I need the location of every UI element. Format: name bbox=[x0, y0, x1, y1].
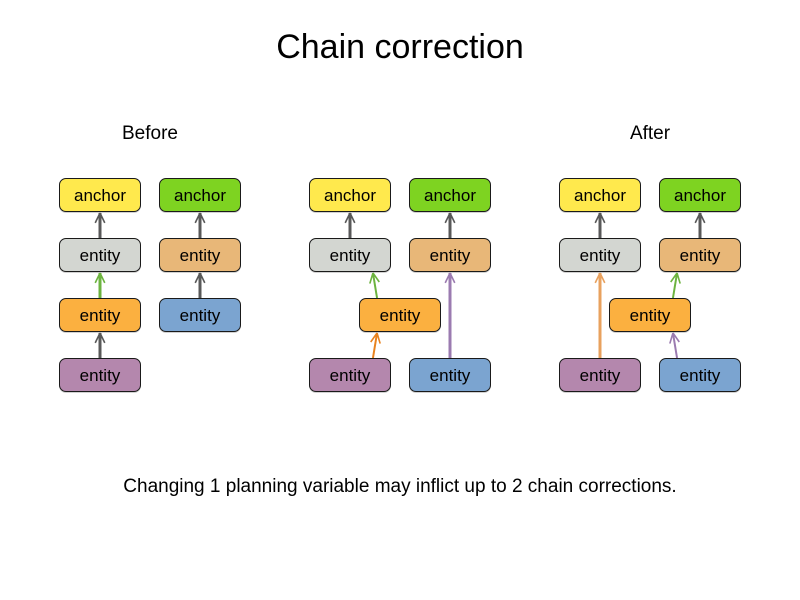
node-label: anchor bbox=[674, 185, 726, 205]
node-m-entity-5: entity bbox=[409, 358, 491, 392]
arrow-b-entity-3-to-b-entity-1 bbox=[94, 272, 106, 298]
node-a-entity-2: entity bbox=[659, 238, 741, 272]
node-a-entity-1: entity bbox=[559, 238, 641, 272]
node-label: anchor bbox=[174, 185, 226, 205]
node-label: entity bbox=[679, 245, 721, 265]
node-m-entity-2: entity bbox=[409, 238, 491, 272]
node-label: anchor bbox=[574, 185, 626, 205]
node-a-entity-5: entity bbox=[659, 358, 741, 392]
node-label: entity bbox=[329, 245, 371, 265]
node-label: entity bbox=[429, 365, 471, 385]
node-b-entity-5: entity bbox=[59, 358, 141, 392]
arrow-b-entity-4-to-b-entity-2 bbox=[194, 272, 206, 298]
node-m-anchor-1: anchor bbox=[309, 178, 391, 212]
node-label: entity bbox=[179, 305, 221, 325]
arrow-m-entity-4-to-m-entity-3 bbox=[370, 332, 381, 359]
node-label: anchor bbox=[424, 185, 476, 205]
arrow-a-entity-3-to-a-entity-2 bbox=[670, 272, 681, 299]
node-label: entity bbox=[379, 305, 421, 325]
node-label: entity bbox=[79, 365, 121, 385]
arrow-m-entity-1-to-m-anchor-1 bbox=[344, 212, 356, 238]
arrow-a-entity-2-to-a-anchor-2 bbox=[694, 212, 706, 238]
node-label: entity bbox=[679, 365, 721, 385]
node-b-anchor-1: anchor bbox=[59, 178, 141, 212]
node-label: entity bbox=[579, 245, 621, 265]
node-b-entity-3: entity bbox=[59, 298, 141, 332]
node-a-entity-3: entity bbox=[609, 298, 691, 332]
node-label: entity bbox=[79, 245, 121, 265]
arrow-a-entity-4-to-a-entity-1 bbox=[594, 272, 606, 358]
arrow-a-entity-5-to-a-entity-3 bbox=[669, 332, 680, 359]
node-b-entity-2: entity bbox=[159, 238, 241, 272]
node-m-anchor-2: anchor bbox=[409, 178, 491, 212]
node-label: entity bbox=[79, 305, 121, 325]
node-m-entity-1: entity bbox=[309, 238, 391, 272]
node-m-entity-4: entity bbox=[309, 358, 391, 392]
node-label: entity bbox=[629, 305, 671, 325]
arrow-a-entity-1-to-a-anchor-1 bbox=[594, 212, 606, 238]
node-label: anchor bbox=[324, 185, 376, 205]
node-label: anchor bbox=[74, 185, 126, 205]
node-m-entity-3: entity bbox=[359, 298, 441, 332]
node-label: entity bbox=[329, 365, 371, 385]
node-label: entity bbox=[179, 245, 221, 265]
node-label: entity bbox=[429, 245, 471, 265]
node-b-entity-1: entity bbox=[59, 238, 141, 272]
node-a-anchor-1: anchor bbox=[559, 178, 641, 212]
arrow-b-entity-2-to-b-anchor-2 bbox=[194, 212, 206, 238]
section-label-before: Before bbox=[122, 123, 178, 144]
slide-caption: Changing 1 planning variable may inflict… bbox=[123, 476, 677, 497]
node-b-anchor-2: anchor bbox=[159, 178, 241, 212]
arrow-b-entity-5-to-b-entity-3 bbox=[94, 332, 106, 358]
arrow-m-entity-5-to-m-entity-2 bbox=[444, 272, 456, 358]
node-a-anchor-2: anchor bbox=[659, 178, 741, 212]
page-title: Chain correction bbox=[276, 28, 524, 66]
arrow-b-entity-1-to-b-anchor-1 bbox=[94, 212, 106, 238]
section-label-after: After bbox=[629, 123, 671, 144]
node-b-entity-4: entity bbox=[159, 298, 241, 332]
arrow-m-entity-3-to-m-entity-1 bbox=[369, 272, 380, 299]
node-label: entity bbox=[579, 365, 621, 385]
arrow-m-entity-2-to-m-anchor-2 bbox=[444, 212, 456, 238]
node-a-entity-4: entity bbox=[559, 358, 641, 392]
